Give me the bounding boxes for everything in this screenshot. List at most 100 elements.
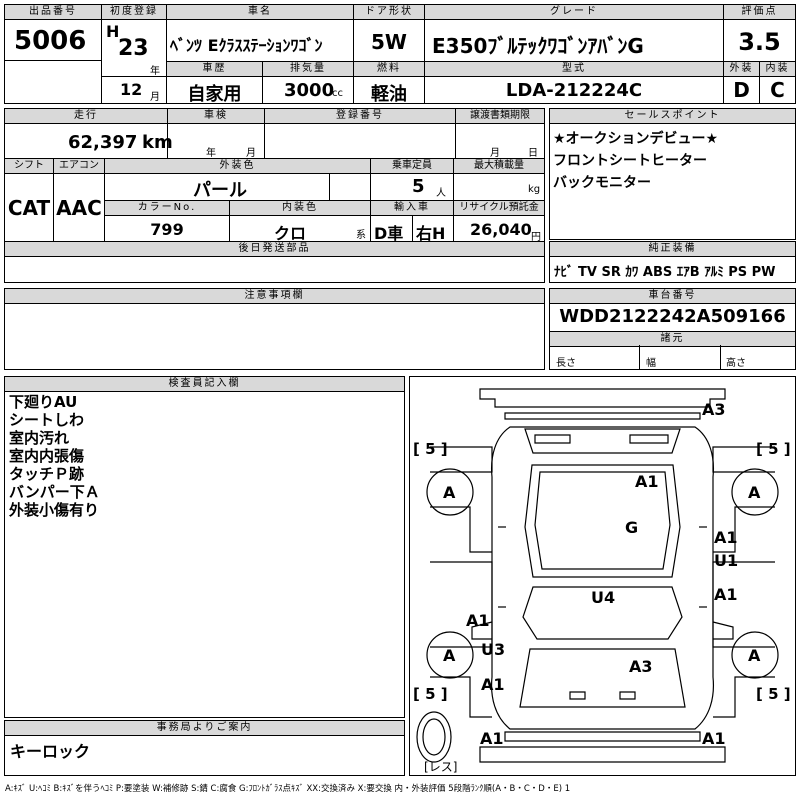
later-parts-label: 後日発送部品 bbox=[5, 242, 544, 257]
damage-mark-center: U4 bbox=[591, 588, 615, 607]
shift-label: シフト bbox=[5, 159, 53, 174]
fuel-value: 軽油 bbox=[371, 84, 407, 105]
inspector-note: 外装小傷有り bbox=[9, 501, 100, 519]
tire-mark-rl: A bbox=[443, 483, 456, 502]
specs-width: 幅 bbox=[646, 358, 656, 369]
sales-point-line-1: ★オークションデビュー★ bbox=[553, 131, 719, 147]
caution-label: 注意事項欄 bbox=[5, 289, 544, 304]
first-reg-month: 12 bbox=[120, 80, 143, 99]
specs-height: 高さ bbox=[726, 358, 746, 369]
damage-mark-front-left: A1 bbox=[480, 729, 504, 748]
sales-point-line-2: フロントシートヒーター bbox=[553, 153, 707, 169]
damage-mark-right-rear-door: A1 bbox=[714, 528, 738, 547]
exterior-label: 外装 bbox=[724, 62, 759, 77]
aircon-label: エアコン bbox=[54, 159, 104, 174]
reg-no-label: 登録番号 bbox=[265, 109, 455, 124]
transfer-day-unit: 日 bbox=[528, 148, 538, 159]
exterior-value: D bbox=[733, 78, 750, 102]
history-value: 自家用 bbox=[187, 84, 242, 105]
mileage-value: 62,397 bbox=[68, 132, 138, 153]
car-name-value: ﾍﾞﾝﾂ Eｸﾗｽｽﾃｰｼｮﾝﾜｺﾞﾝ bbox=[170, 36, 323, 55]
car-name-label: 車名 bbox=[167, 5, 353, 20]
damage-mark-right-rear-u: U1 bbox=[714, 551, 738, 570]
inspector-note: タッチＰ跡 bbox=[9, 465, 85, 483]
displacement-unit: cc bbox=[332, 88, 343, 99]
inspection-month-unit: 月 bbox=[246, 148, 256, 159]
score-value: 3.5 bbox=[738, 28, 781, 56]
office-label: 事務局よりご案内 bbox=[5, 721, 404, 736]
tire-mark-fr: A bbox=[748, 646, 761, 665]
aircon-value: AAC bbox=[56, 196, 102, 220]
lot-no-label: 出品番号 bbox=[5, 5, 101, 20]
inspector-note: 下廻りAU bbox=[9, 393, 78, 411]
first-reg-label: 初度登録 bbox=[102, 5, 166, 20]
int-color-suffix: 系 bbox=[356, 230, 366, 241]
inspector-box bbox=[4, 376, 405, 718]
inspector-note: バンパー下Ａ bbox=[9, 483, 100, 501]
equipment-label: 純正装備 bbox=[550, 242, 795, 257]
max-load-unit: kg bbox=[528, 184, 541, 195]
ext-color-label: 外装色 bbox=[105, 159, 370, 174]
fuel-label: 燃料 bbox=[354, 62, 424, 77]
recycle-label: リサイクル預託金 bbox=[454, 201, 544, 216]
ext-color-value: パール bbox=[193, 180, 247, 201]
mid-section bbox=[4, 108, 545, 283]
lot-no-value: 5006 bbox=[14, 26, 87, 56]
capacity-value: 5 bbox=[412, 176, 425, 197]
inspection-label: 車検 bbox=[168, 109, 264, 124]
tire-depth-markers: [ 5 ] [ 5 ] [ 5 ] [ 5 ] bbox=[413, 440, 791, 703]
color-no-value: 799 bbox=[150, 220, 184, 239]
sales-point-line-3: バックモニター bbox=[553, 175, 651, 191]
max-load-label: 最大積載量 bbox=[454, 159, 544, 174]
mileage-label: 走行 bbox=[5, 109, 167, 124]
damage-mark-front-right: A1 bbox=[702, 729, 726, 748]
transfer-label: 譲渡書類期限 bbox=[456, 109, 544, 124]
chassis-box bbox=[549, 288, 796, 370]
color-no-label: カラーNo. bbox=[105, 201, 229, 216]
legend: A:ｷｽﾞ U:ﾍｺﾐ B:ｷｽﾞを伴うﾍｺﾐ P:要塗装 W:補修跡 S:錆 … bbox=[5, 784, 571, 794]
caution-box bbox=[4, 288, 545, 370]
inspector-label: 検査員記入欄 bbox=[5, 377, 404, 392]
first-reg-era: H bbox=[106, 22, 120, 41]
damage-mark-hood: A3 bbox=[629, 657, 653, 676]
damage-mark-roof-rear: A1 bbox=[635, 472, 659, 491]
grade-label: グレード bbox=[425, 5, 723, 20]
damage-mark-right-front-door: A1 bbox=[714, 585, 738, 604]
tire-mark-fl: A bbox=[443, 646, 456, 665]
import-value-2: 右H bbox=[416, 224, 446, 243]
equipment-box bbox=[549, 241, 796, 283]
sales-point-box bbox=[549, 108, 796, 240]
import-label: 輸入車 bbox=[371, 201, 453, 216]
sales-point-label: セールスポイント bbox=[550, 109, 795, 124]
int-color-label: 内装色 bbox=[230, 201, 370, 216]
inspection-year-unit: 年 bbox=[206, 148, 216, 159]
chassis-label: 車台番号 bbox=[550, 289, 795, 304]
car-diagram-box bbox=[409, 376, 796, 776]
damage-mark-roof-center: G bbox=[625, 518, 638, 537]
damage-mark-left-rear: A1 bbox=[466, 611, 490, 630]
first-reg-year-unit: 年 bbox=[150, 66, 160, 77]
recycle-unit: 円 bbox=[531, 232, 541, 243]
inspector-note: 室内汚れ bbox=[9, 429, 70, 447]
car-diagram: [ 5 ] [ 5 ] [ 5 ] [ 5 ] A A A A A3 A1 G … bbox=[413, 388, 791, 774]
office-value: キーロック bbox=[10, 742, 91, 761]
inspector-note: シートしわ bbox=[9, 411, 85, 429]
equipment-items: ﾅﾋﾞ TV SR ｶﾜ ABS ｴｱB ｱﾙﾐ PS PW bbox=[554, 265, 776, 280]
first-reg-year: 23 bbox=[118, 36, 149, 61]
tire-depth-rl: [ 5 ] bbox=[413, 440, 448, 458]
tire-depth-rr: [ 5 ] bbox=[756, 440, 791, 458]
damage-mark-left-front: U3 bbox=[481, 640, 505, 659]
int-color-value: クロ bbox=[273, 224, 306, 243]
mileage-unit: km bbox=[142, 132, 173, 153]
tire-depth-fr: [ 5 ] bbox=[756, 685, 791, 703]
import-value-1: D車 bbox=[374, 224, 404, 243]
model-value: LDA-212224C bbox=[505, 80, 643, 101]
inspector-notes: 下廻りAU シートしわ 室内汚れ 室内内張傷 タッチＰ跡 バンパー下Ａ 外装小傷… bbox=[9, 393, 100, 519]
damage-mark-left-front-bottom: A1 bbox=[481, 675, 505, 694]
capacity-label: 乗車定員 bbox=[371, 159, 453, 174]
transfer-month-unit: 月 bbox=[490, 148, 500, 159]
interior-value: C bbox=[770, 78, 785, 102]
capacity-unit: 人 bbox=[436, 188, 446, 199]
top-section bbox=[4, 4, 796, 104]
displacement-value: 3000 bbox=[284, 80, 335, 101]
